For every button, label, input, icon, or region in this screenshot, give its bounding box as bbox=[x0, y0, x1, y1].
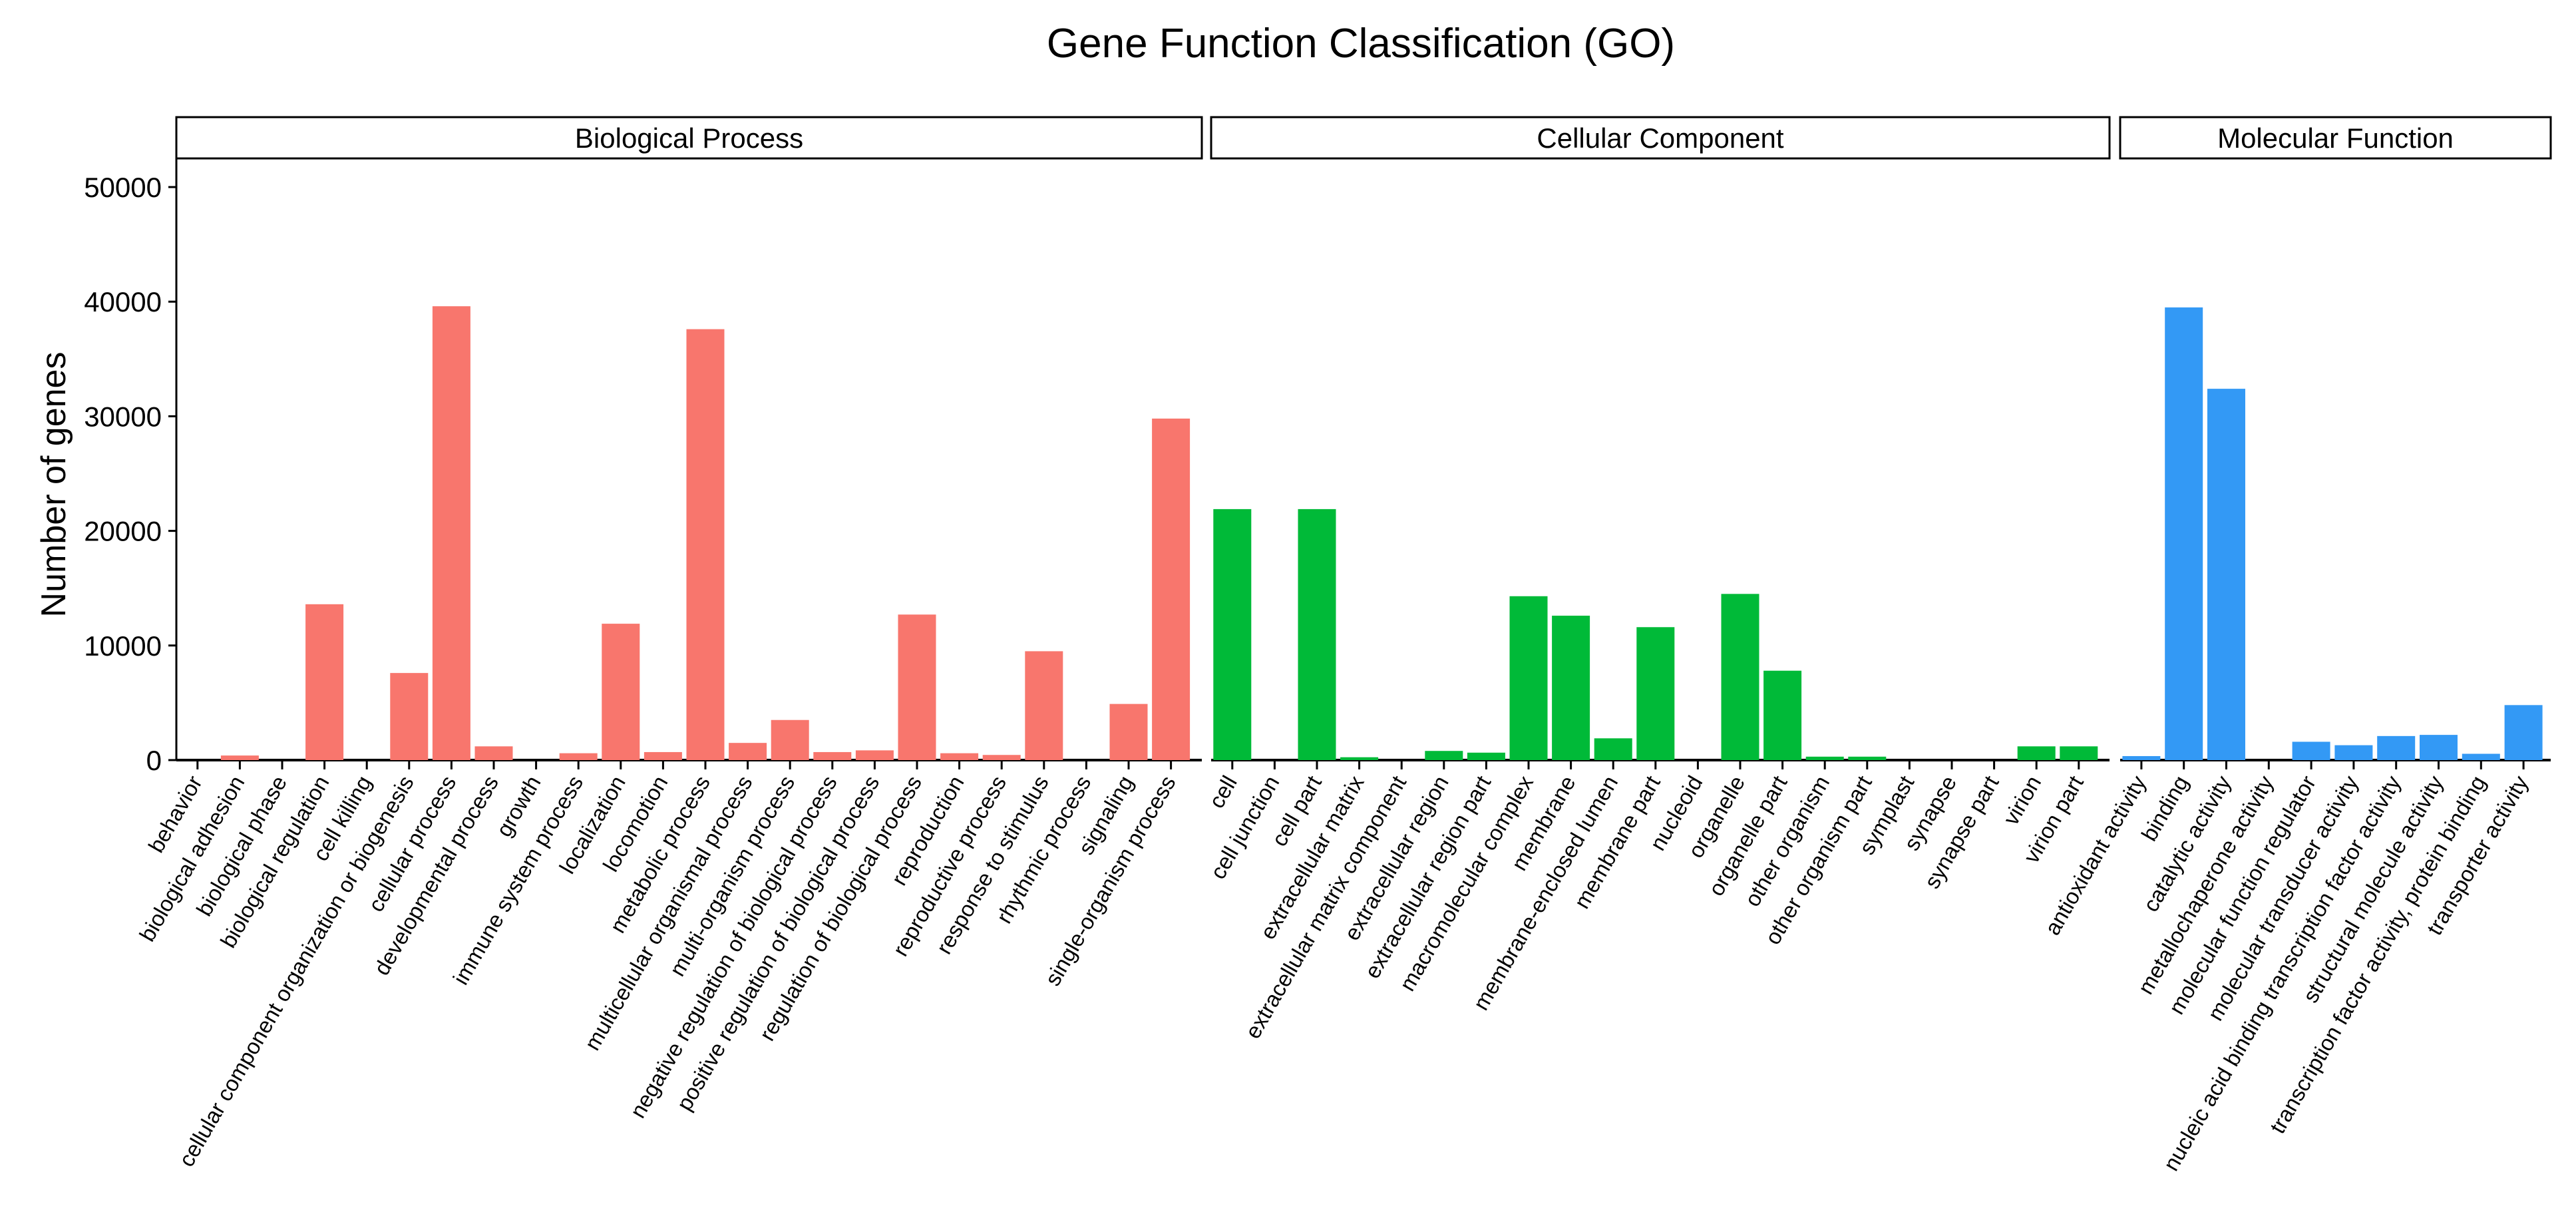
facet-strip-label: Cellular Component bbox=[1537, 122, 1784, 154]
bar bbox=[2462, 753, 2500, 760]
bar bbox=[855, 750, 894, 760]
bar bbox=[1805, 756, 1844, 760]
facet-strip-label: Molecular Function bbox=[2217, 122, 2454, 154]
bar bbox=[982, 755, 1021, 760]
bar bbox=[1848, 756, 1887, 760]
bar bbox=[898, 614, 936, 760]
bar bbox=[220, 755, 259, 760]
bar bbox=[2334, 745, 2373, 760]
bar bbox=[1509, 596, 1548, 760]
bar bbox=[1763, 670, 1802, 760]
bar bbox=[390, 673, 429, 760]
bar bbox=[1025, 651, 1063, 760]
facet-strip-label: Biological Process bbox=[575, 122, 803, 154]
bar bbox=[1298, 509, 1336, 760]
bar bbox=[1594, 738, 1632, 760]
y-axis-label: Number of genes bbox=[35, 352, 73, 618]
bar bbox=[1213, 509, 1252, 760]
bar bbox=[644, 751, 682, 760]
facet-strip bbox=[2119, 116, 2552, 160]
bar bbox=[1636, 627, 1675, 760]
y-axis: 0 10000 20000 30000 40000 50000 bbox=[84, 158, 178, 776]
y-tick-label: 40000 bbox=[84, 286, 162, 317]
bar bbox=[1721, 594, 1759, 760]
bar bbox=[305, 604, 344, 760]
bar bbox=[2292, 741, 2330, 760]
facet-strip bbox=[1210, 116, 2111, 160]
y-tick-label: 50000 bbox=[84, 172, 162, 203]
bar bbox=[1425, 751, 1463, 760]
y-tick-label: 20000 bbox=[84, 516, 162, 547]
bar bbox=[1340, 757, 1379, 760]
bar bbox=[474, 746, 513, 760]
bar bbox=[729, 743, 767, 760]
bar bbox=[1552, 616, 1590, 760]
y-tick-label: 30000 bbox=[84, 401, 162, 432]
bar bbox=[686, 329, 725, 760]
bar bbox=[2122, 755, 2161, 760]
y-tick-label: 10000 bbox=[84, 630, 162, 662]
bar bbox=[813, 751, 852, 760]
bar bbox=[1152, 418, 1191, 760]
x-tick-label: cell bbox=[1204, 771, 1242, 812]
chart-title: Gene Function Classification (GO) bbox=[1047, 21, 1675, 67]
bar bbox=[2504, 705, 2543, 760]
bar bbox=[602, 624, 640, 760]
bar bbox=[940, 753, 979, 760]
bar bbox=[2377, 735, 2416, 760]
bar bbox=[1467, 752, 1505, 760]
bar bbox=[2060, 746, 2098, 760]
bar bbox=[2207, 389, 2245, 760]
bar bbox=[771, 719, 809, 760]
bar bbox=[2165, 307, 2203, 760]
facet-strip bbox=[175, 116, 1203, 160]
bar bbox=[2420, 735, 2458, 760]
bar bbox=[2017, 746, 2056, 760]
y-tick-label: 0 bbox=[146, 745, 162, 776]
bar bbox=[559, 753, 598, 760]
bar bbox=[432, 306, 470, 760]
bar bbox=[1109, 704, 1148, 760]
